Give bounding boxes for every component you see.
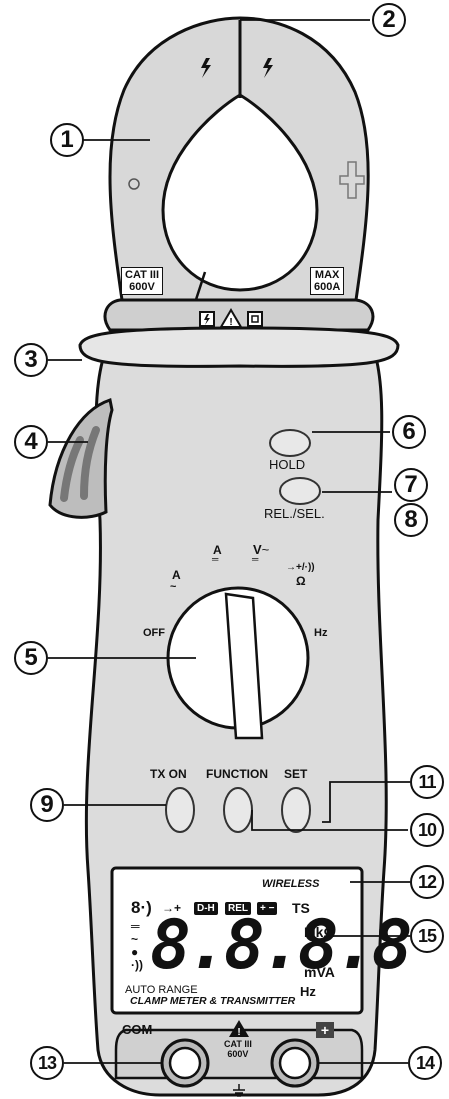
- svg-text:!: !: [237, 1027, 240, 1038]
- callout-4: 4: [14, 425, 48, 459]
- lcd-ts: TS: [292, 900, 310, 916]
- lcd-frame: [110, 866, 364, 1015]
- lcd-signal-icon: 8·): [131, 898, 152, 917]
- lcd-battery-icon: + −: [257, 902, 278, 915]
- lcd-hz: Hz: [300, 984, 316, 999]
- dial-hz-label: Hz: [314, 627, 328, 639]
- warning-triangle-icon: [229, 1020, 249, 1037]
- tx-on-label: TX ON: [150, 767, 187, 781]
- plus-mark-icon: [339, 161, 365, 199]
- lcd-dh-badge: D-H: [194, 902, 218, 915]
- finger-guard: [78, 326, 400, 368]
- hold-label: HOLD: [269, 457, 306, 472]
- lcd-diode-icon: →+: [162, 901, 182, 915]
- lcd-rel-badge: REL: [225, 902, 251, 915]
- dial-off-label: OFF: [143, 627, 165, 639]
- callout-9: 9: [30, 788, 64, 822]
- callout-13: 13: [30, 1046, 64, 1080]
- callout-5: 5: [14, 641, 48, 675]
- callout-14: 14: [408, 1046, 442, 1080]
- dc-bar-icon: ═: [212, 554, 219, 564]
- square-symbol-icon: [247, 311, 263, 327]
- lcd-mode-icons: ═~●·)): [131, 919, 143, 972]
- svg-text:+: +: [321, 1022, 329, 1038]
- lcd-wireless: WIRELESS: [262, 878, 320, 890]
- callout-6: 6: [392, 415, 426, 449]
- dial-v-label: V~: [253, 542, 270, 557]
- lcd-auto-range: AUTO RANGE: [125, 984, 198, 996]
- leader-lines: [48, 19, 410, 1064]
- dial-diode-label: →+/·)): [286, 562, 315, 573]
- dial-ac-a-label: A: [172, 568, 181, 582]
- callout-15: 15: [410, 919, 444, 953]
- callout-1: 1: [50, 123, 84, 157]
- model-label: CLAMP METER & TRANSMITTER: [130, 995, 296, 1007]
- lcd-mva: mVA: [304, 964, 335, 980]
- callout-11: 11: [410, 765, 444, 799]
- hold-button-shape: [269, 429, 311, 457]
- lcd-mkohm: MkΩ: [304, 924, 335, 940]
- callout-10: 10: [410, 813, 444, 847]
- callout-2: 2: [372, 3, 406, 37]
- ac-wave-icon: ~: [170, 581, 177, 593]
- svg-text:!: !: [229, 317, 232, 328]
- callout-7: 7: [394, 468, 428, 502]
- callout-3: 3: [14, 343, 48, 377]
- dial-ohm-label: Ω: [296, 574, 306, 588]
- callout-8: 8: [394, 503, 428, 537]
- function-label: FUNCTION: [206, 767, 268, 781]
- trigger: [48, 398, 114, 519]
- warning-triangle-icon: [219, 308, 243, 328]
- dial-pointer: [224, 592, 264, 740]
- collar: [103, 298, 375, 332]
- lightning-right-icon: [263, 58, 273, 78]
- jaw-opening: [161, 93, 319, 292]
- set-label: SET: [284, 767, 308, 781]
- dc-v-bar-icon: ═: [252, 554, 259, 564]
- lcd-display: WIRELESS 8·) →+ D-H REL + − TS ═~●·)) 8.…: [112, 868, 413, 1013]
- rel-button-shape: [279, 477, 321, 505]
- com-label: COM: [122, 1022, 153, 1037]
- rel-sel-label: REL./SEL.: [264, 506, 325, 521]
- callout-12: 12: [410, 865, 444, 899]
- dial-dc-a-label: A: [213, 543, 222, 557]
- lcd-digits: 8.8.8.8: [150, 906, 413, 985]
- lightning-left-icon: [201, 58, 211, 78]
